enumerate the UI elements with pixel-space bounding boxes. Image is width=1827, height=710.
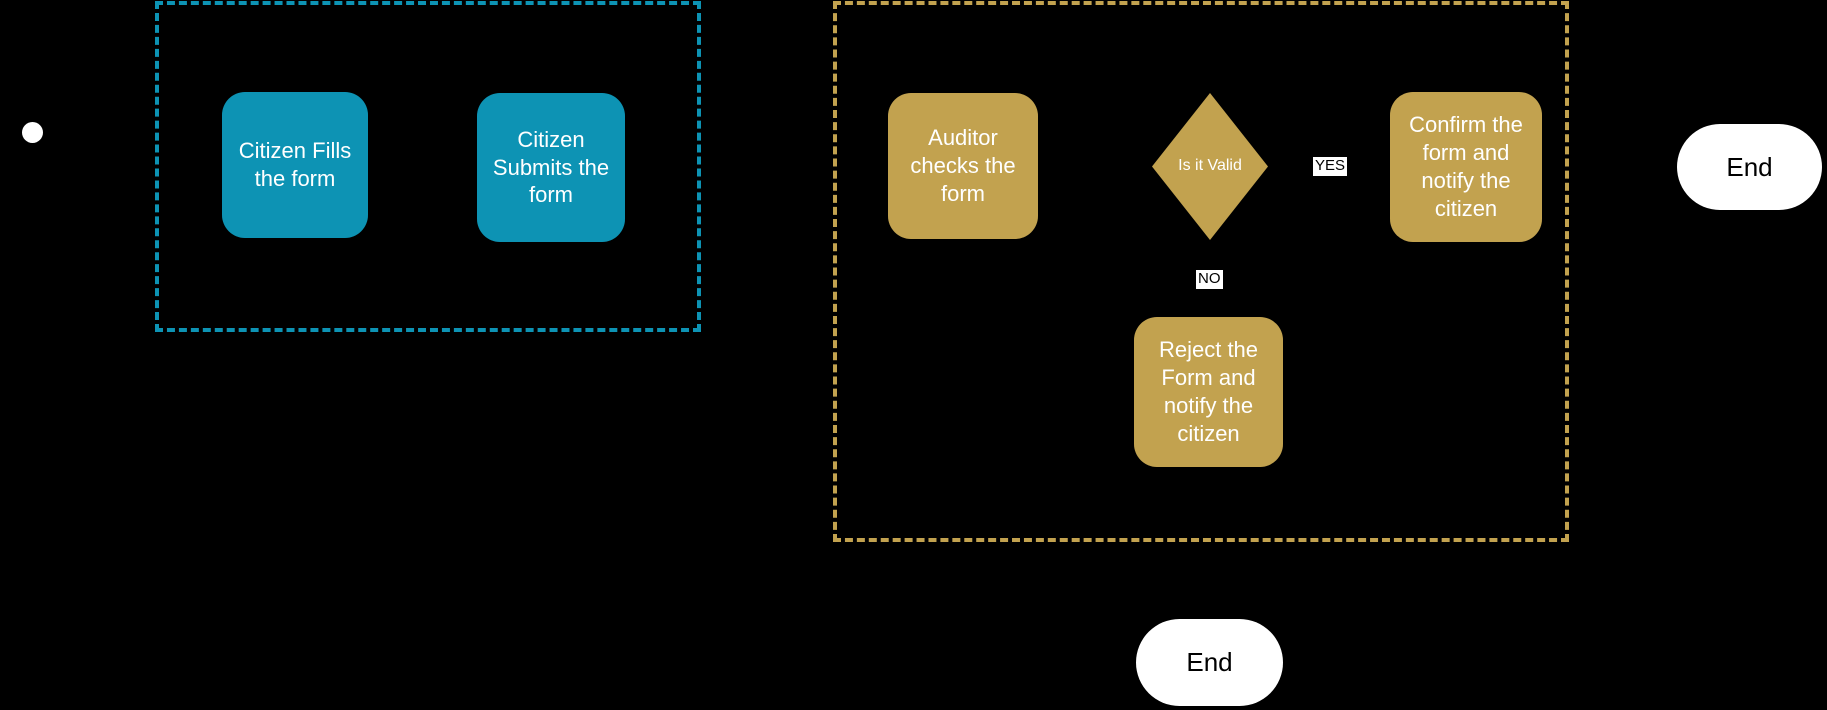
node-citizen-fills-form[interactable]: Citizen Fills the form: [222, 92, 368, 238]
node-citizen-submits-form-label: Citizen Submits the form: [492, 126, 610, 208]
end-node-bottom[interactable]: End: [1136, 619, 1283, 706]
node-auditor-checks-form[interactable]: Auditor checks the form: [888, 93, 1038, 239]
node-citizen-fills-form-label: Citizen Fills the form: [238, 138, 352, 191]
start-node[interactable]: [22, 122, 43, 143]
end-node-bottom-label: End: [1186, 647, 1233, 677]
end-node-right[interactable]: End: [1677, 124, 1822, 210]
node-confirm-form-label: Confirm the form and notify the citizen: [1409, 112, 1523, 221]
edge-label-no[interactable]: NO: [1196, 270, 1223, 289]
edge-label-yes[interactable]: YES: [1313, 157, 1348, 176]
node-reject-form-label: Reject the Form and notify the citizen: [1158, 337, 1259, 446]
auditor-lane-container[interactable]: [833, 1, 1569, 542]
node-confirm-form[interactable]: Confirm the form and notify the citizen: [1390, 92, 1542, 242]
node-auditor-checks-form-label: Auditor checks the form: [910, 125, 1016, 206]
end-node-right-label: End: [1726, 151, 1773, 182]
node-citizen-submits-form[interactable]: Citizen Submits the form: [477, 93, 625, 242]
node-reject-form[interactable]: Reject the Form and notify the citizen: [1134, 317, 1283, 467]
citizen-lane-container[interactable]: [155, 1, 701, 332]
decision-is-it-valid-label: Is it Valid: [1178, 157, 1242, 175]
